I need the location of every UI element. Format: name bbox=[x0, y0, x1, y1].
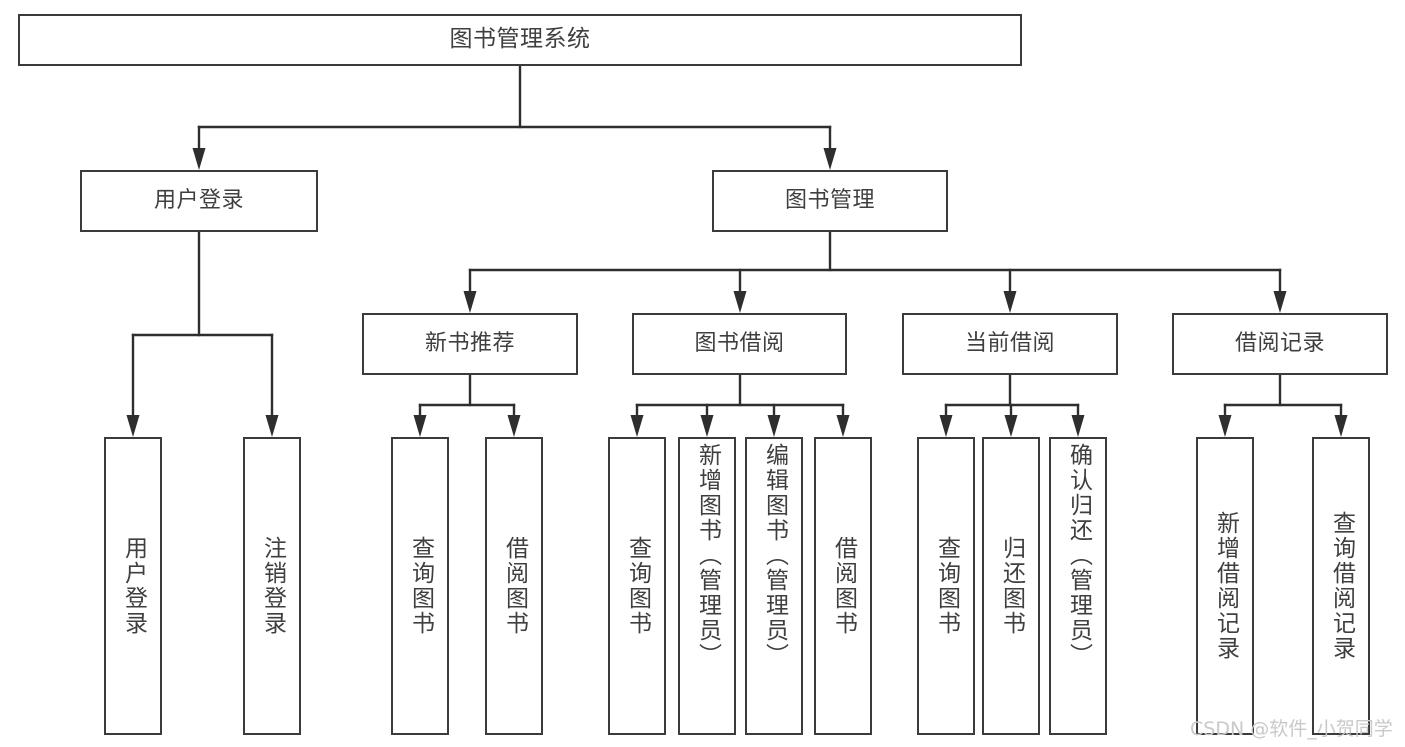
node-label: 借阅图书 bbox=[501, 536, 528, 636]
node-label: 借阅图书 bbox=[830, 536, 857, 636]
node-label: 新书推荐 bbox=[424, 330, 515, 356]
node-label: 归还图书 bbox=[998, 536, 1025, 636]
node-label: 用户登录 bbox=[120, 536, 147, 636]
node-label: 图书借阅 bbox=[694, 330, 785, 356]
node-label: 新增图书（管理员） bbox=[694, 443, 721, 668]
node-leaf-bb-borrow-book[interactable]: 借阅图书 bbox=[814, 437, 872, 735]
conn-book-borrow bbox=[630, 373, 850, 437]
conn-new-book-recommend bbox=[413, 373, 521, 437]
csdn-watermark: CSDN @软件_小贺同学 bbox=[1190, 718, 1393, 740]
node-current-borrow[interactable]: 当前借阅 bbox=[902, 313, 1118, 375]
node-leaf-br-add-record[interactable]: 新增借阅记录 bbox=[1196, 437, 1254, 735]
conn-current-borrow bbox=[939, 373, 1085, 437]
conn-root bbox=[192, 64, 837, 170]
node-borrow-record[interactable]: 借阅记录 bbox=[1172, 313, 1388, 375]
node-label: 确认归还（管理员） bbox=[1065, 443, 1092, 668]
node-leaf-cb-query-book[interactable]: 查询图书 bbox=[917, 437, 975, 735]
node-leaf-user-login[interactable]: 用户登录 bbox=[104, 437, 162, 735]
node-label: 查询借阅记录 bbox=[1328, 511, 1355, 661]
node-label: 当前借阅 bbox=[964, 330, 1055, 356]
node-label: 查询图书 bbox=[407, 536, 434, 636]
conn-book-manage bbox=[463, 230, 1287, 313]
node-leaf-rec-borrow-book[interactable]: 借阅图书 bbox=[485, 437, 543, 735]
node-label: 注销登录 bbox=[259, 536, 286, 636]
node-leaf-bb-query-book[interactable]: 查询图书 bbox=[608, 437, 666, 735]
node-label: 查询图书 bbox=[624, 536, 651, 636]
node-user-login[interactable]: 用户登录 bbox=[80, 170, 318, 232]
conn-user-login bbox=[126, 230, 279, 437]
node-label: 图书管理 bbox=[784, 187, 875, 213]
node-leaf-bb-edit-book[interactable]: 编辑图书（管理员） bbox=[745, 437, 803, 735]
node-leaf-rec-query-book[interactable]: 查询图书 bbox=[391, 437, 449, 735]
node-leaf-bb-add-book[interactable]: 新增图书（管理员） bbox=[678, 437, 736, 735]
node-book-manage[interactable]: 图书管理 bbox=[712, 170, 948, 232]
node-leaf-cb-return-book[interactable]: 归还图书 bbox=[982, 437, 1040, 735]
node-label: 用户登录 bbox=[153, 187, 244, 213]
node-book-borrow[interactable]: 图书借阅 bbox=[632, 313, 847, 375]
node-leaf-user-logout[interactable]: 注销登录 bbox=[243, 437, 301, 735]
node-label: 查询图书 bbox=[933, 536, 960, 636]
node-leaf-br-query-record[interactable]: 查询借阅记录 bbox=[1312, 437, 1370, 735]
node-label: 编辑图书（管理员） bbox=[761, 443, 788, 668]
conn-borrow-record bbox=[1218, 373, 1348, 437]
node-new-book-recommend[interactable]: 新书推荐 bbox=[362, 313, 578, 375]
node-leaf-cb-confirm-return[interactable]: 确认归还（管理员） bbox=[1049, 437, 1107, 735]
node-label: 借阅记录 bbox=[1234, 330, 1325, 356]
node-root[interactable]: 图书管理系统 bbox=[18, 14, 1022, 66]
node-label: 新增借阅记录 bbox=[1212, 511, 1239, 661]
node-label: 图书管理系统 bbox=[449, 26, 591, 53]
